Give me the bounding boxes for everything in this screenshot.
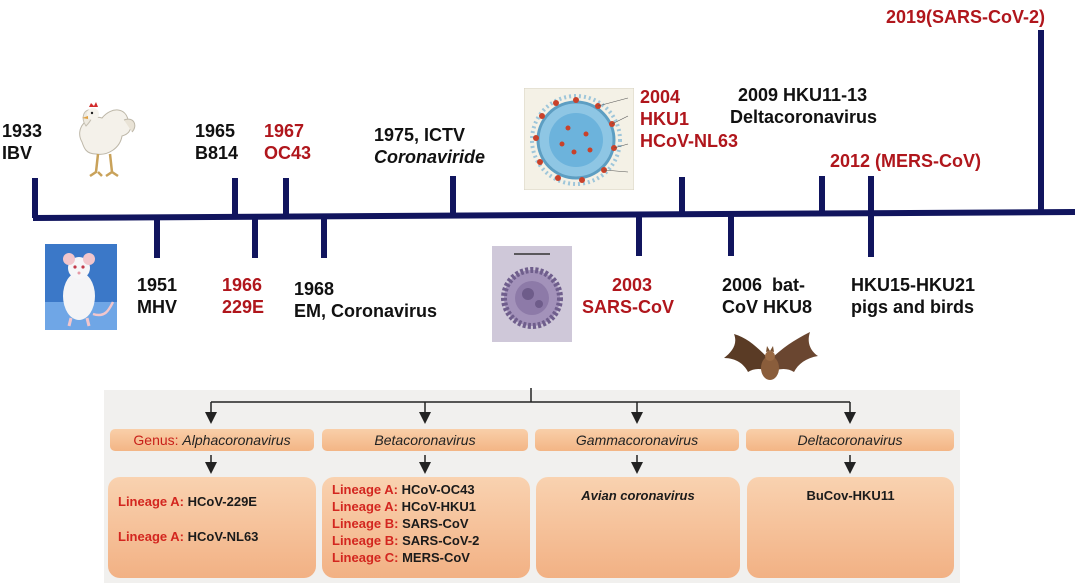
event-1975: 1975, ICTV Coronaviride [374, 125, 486, 167]
event-1933: 1933 IBV [2, 121, 43, 163]
genus-betacoronavirus: Betacoronavirus [322, 429, 528, 451]
lineage-row: Lineage A: HCoV-OC43 [332, 482, 475, 497]
lineage-row: Lineage A: HCoV-229E [118, 494, 257, 509]
chicken-image [79, 102, 136, 178]
genus-gammacoronavirus: Gammacoronavirus [535, 429, 739, 451]
event-2009: 2009 HKU11-13 Deltacoronavirus [730, 85, 878, 127]
virion-diagram-image [524, 88, 634, 190]
event-1951: 1951 MHV [137, 275, 178, 317]
gamma-member: Avian coronavirus [536, 477, 740, 578]
lineage-row: Lineage B: SARS-CoV-2 [332, 533, 480, 548]
genus-alphacoronavirus: Genus: Alphacoronavirus [110, 429, 314, 451]
lineage-row: Lineage C: MERS-CoV [332, 550, 470, 565]
event-hku15-hku21: HKU15-HKU21 pigs and birds [851, 275, 976, 317]
beta-lineages: Lineage A: HCoV-OC43 Lineage A: HCoV-HKU… [322, 477, 530, 578]
timeline-ticks [32, 30, 1044, 258]
event-2012: 2012 (MERS-CoV) [830, 151, 982, 171]
event-2004: 2004 HKU1 HCoV-NL63 [640, 87, 739, 151]
lineage-row: Lineage A: HCoV-NL63 [118, 529, 259, 544]
event-1967: 1967 OC43 [264, 121, 312, 163]
event-2019: 2019(SARS-CoV-2) [886, 7, 1046, 27]
mouse-image [45, 244, 117, 330]
lineage-row: Lineage B: SARS-CoV [332, 516, 469, 531]
bat-image [724, 332, 818, 380]
genus-deltacoronavirus: Deltacoronavirus [746, 429, 954, 451]
lineage-row: Lineage A: HCoV-HKU1 [332, 499, 477, 514]
alpha-lineages: Lineage A: HCoV-229E Lineage A: HCoV-NL6… [108, 477, 316, 578]
electron-micrograph-image [492, 246, 572, 342]
delta-member: BuCov-HKU11 [747, 477, 954, 578]
event-2003: 2003 SARS-CoV [582, 275, 675, 317]
event-1965: 1965 B814 [195, 121, 239, 163]
event-2006: 2006 bat- CoV HKU8 [722, 275, 813, 317]
event-1968: 1968 EM, Coronavirus [294, 279, 438, 321]
event-1966: 1966 229E [222, 275, 265, 317]
timeline-axis [32, 209, 1076, 221]
